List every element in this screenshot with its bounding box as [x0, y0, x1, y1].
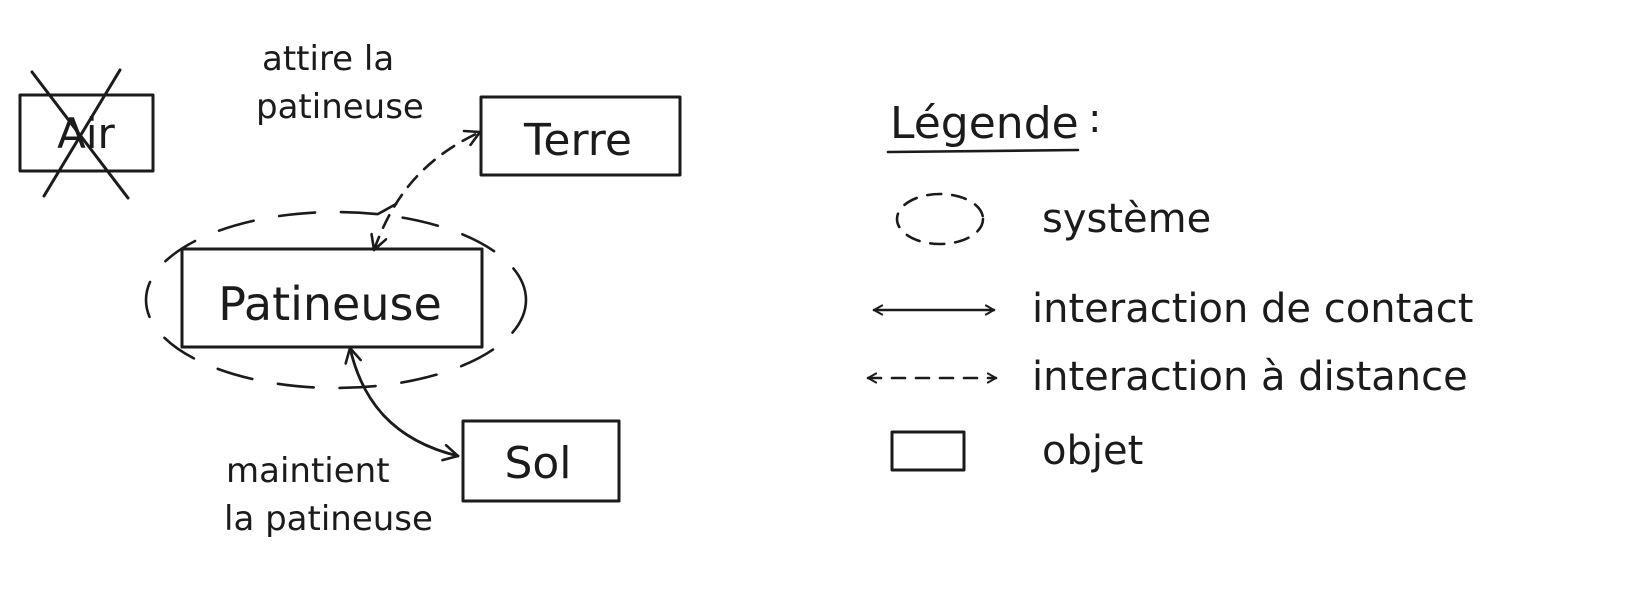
- system-boundary: [144, 210, 528, 390]
- annotation-attire: attire la patineuse: [256, 39, 424, 127]
- annotation-attire-line2: patineuse: [256, 87, 424, 127]
- air-cross-line-2: [42, 68, 122, 198]
- legend-label-contact: interaction de contact: [1032, 286, 1473, 332]
- legend-label-objet: objet: [1042, 428, 1143, 474]
- legend-title: Légende: [890, 98, 1079, 149]
- legend-item-contact: interaction de contact: [872, 286, 1473, 332]
- legend-label-distance: interaction à distance: [1032, 354, 1468, 400]
- object-air: Air: [18, 68, 155, 200]
- distance-interaction-arrow: [370, 129, 482, 252]
- legend: Légende : système interaction de contact…: [866, 96, 1473, 474]
- legend-item-objet: objet: [890, 428, 1143, 474]
- legend-dashed-ellipse-icon: [895, 192, 985, 246]
- legend-title-underline: [886, 148, 1080, 154]
- object-patineuse: Patineuse: [180, 247, 484, 349]
- legend-colon: :: [1088, 96, 1101, 142]
- legend-label-systeme: système: [1042, 196, 1211, 242]
- annotation-maintient-line1: maintient: [226, 451, 390, 491]
- legend-rectangle-icon: [890, 430, 966, 472]
- system-boundary-crossing-tick: [376, 202, 398, 216]
- object-terre: Terre: [479, 95, 682, 177]
- object-sol-box: [461, 419, 621, 503]
- object-terre-label: Terre: [523, 115, 632, 166]
- object-sol: Sol: [461, 419, 621, 503]
- legend-item-systeme: système: [895, 192, 1211, 246]
- legend-item-distance: interaction à distance: [866, 354, 1468, 400]
- object-air-box: [18, 93, 155, 173]
- object-patineuse-box: [180, 247, 484, 349]
- annotation-attire-line1: attire la: [262, 39, 394, 79]
- object-patineuse-label: Patineuse: [218, 277, 442, 331]
- object-sol-label: Sol: [504, 438, 571, 489]
- contact-interaction-arrow: [344, 346, 460, 462]
- annotation-maintient: maintient la patineuse: [224, 451, 433, 539]
- annotation-maintient-line2: la patineuse: [224, 499, 433, 539]
